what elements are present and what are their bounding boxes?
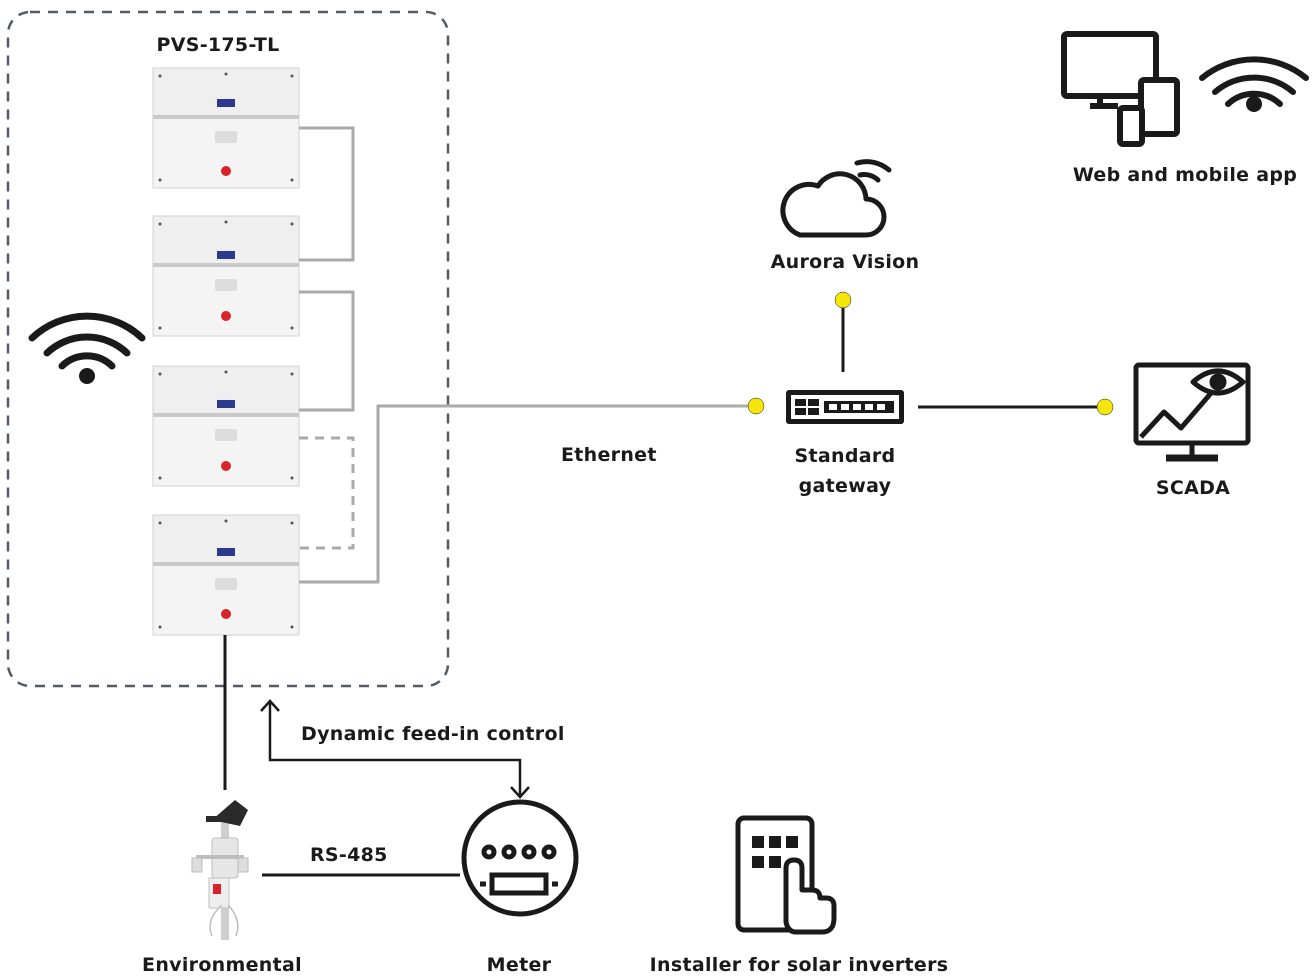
monitor-eye-chart-icon	[1133, 362, 1251, 462]
inverter-2	[152, 215, 300, 337]
cloud-wifi-icon	[780, 159, 892, 238]
daisy-chain-wires	[299, 126, 355, 550]
inverter-3	[152, 365, 300, 487]
environmental-label: Environmental	[142, 954, 302, 976]
installer-label: Installer for solar inverters	[649, 954, 949, 976]
weather-station-icon	[191, 800, 249, 940]
wifi-icon	[28, 312, 146, 384]
dot-scada	[1096, 398, 1114, 416]
aurora-vision-label: Aurora Vision	[770, 251, 920, 273]
ethernet-wire	[299, 404, 756, 584]
keypad-touch-icon	[735, 815, 837, 935]
meter-icon	[461, 799, 579, 917]
inverter-1	[152, 67, 300, 189]
connector-dots	[747, 291, 1114, 416]
rs485-label: RS-485	[310, 844, 388, 866]
gateway-label: Standard gateway	[794, 445, 896, 497]
network-switch-icon	[786, 390, 904, 424]
devices-icon	[1061, 31, 1180, 147]
dot-gateway-top	[834, 291, 852, 309]
meter-label: Meter	[486, 954, 552, 976]
plant-title: PVS-175-TL	[156, 34, 280, 56]
plant-boundary	[6, 10, 450, 688]
scada-label: SCADA	[1155, 477, 1231, 499]
feed-in-label: Dynamic feed-in control	[301, 723, 565, 745]
web-app-label: Web and mobile app	[1072, 164, 1298, 186]
ethernet-label: Ethernet	[561, 444, 657, 466]
dot-gateway-left	[747, 397, 765, 415]
wifi-icon	[1199, 56, 1309, 112]
feed-in-arrow	[260, 699, 530, 799]
inverter-4	[152, 514, 300, 636]
inverter-stack	[152, 67, 300, 636]
dark-wires	[223, 300, 1105, 877]
